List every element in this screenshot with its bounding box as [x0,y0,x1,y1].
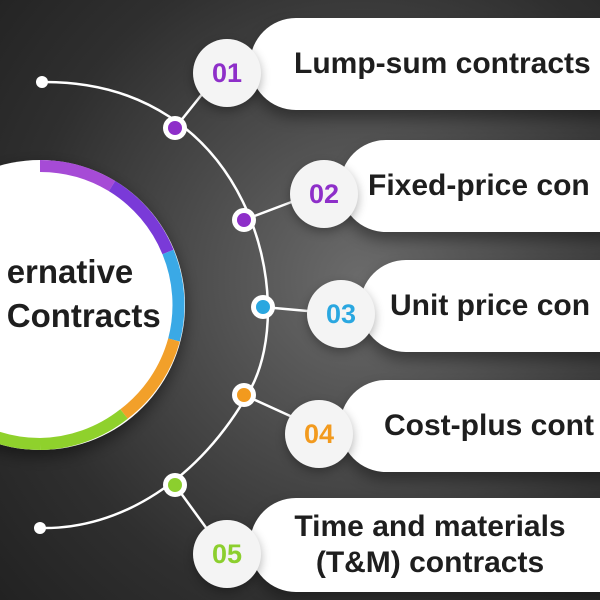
ring-segment-2 [108,180,174,255]
arc-node-03 [251,295,275,319]
item-number-01: 01 [211,57,243,88]
arc-node-01 [163,116,187,140]
item-label-04: Cost-plus cont [384,409,594,442]
center-title-line1: ernative [6,253,134,290]
item-label-05-line1: Time and materials [294,510,566,543]
ring-segment-3 [162,249,185,342]
item-number-02: 02 [308,178,340,209]
item-card-05: Time and materials (T&M) contracts [250,498,600,592]
item-badge-02: 02 [290,160,358,228]
arc-node-02 [232,208,256,232]
item-card-04: Cost-plus cont [340,380,600,472]
item-badge-01: 01 [193,39,261,107]
item-card-03: Unit price con [360,260,600,352]
item-label-02: Fixed-price con [368,169,590,202]
item-card-01: Lump-sum contracts [250,18,600,110]
item-number-05: 05 [211,538,243,569]
arc-end-bottom [34,522,46,534]
arc-node-05-dot [168,478,182,492]
item-label-05-line2: (T&M) contracts [315,546,545,579]
ring-segment-5 [39,409,128,450]
center-title: ernative e Contracts [0,250,280,338]
item-card-02: Fixed-price con [340,140,600,232]
arc-node-03-dot [256,300,270,314]
item-badge-03: 03 [307,280,375,348]
arc-end-top [36,76,48,88]
arc-node-04 [232,383,256,407]
ring-segment-6 [0,431,41,450]
center-ring [0,159,185,450]
center-title-line2: e Contracts [0,297,161,334]
item-badge-04: 04 [285,400,353,468]
item-label-03: Unit price con [390,289,591,322]
center-circle [0,160,185,450]
ring-segment-1 [39,159,116,192]
arc-node-01-dot [168,121,182,135]
item-number-04: 04 [303,418,335,449]
arc-node-04-dot [237,388,251,402]
ring-segment-4 [120,338,180,419]
arc-node-02-dot [237,213,251,227]
item-label-05: Time and materials (T&M) contracts [274,509,586,581]
item-label-01: Lump-sum contracts [294,47,591,80]
item-number-03: 03 [325,298,357,329]
item-badge-05: 05 [193,520,261,588]
arc-node-05 [163,473,187,497]
